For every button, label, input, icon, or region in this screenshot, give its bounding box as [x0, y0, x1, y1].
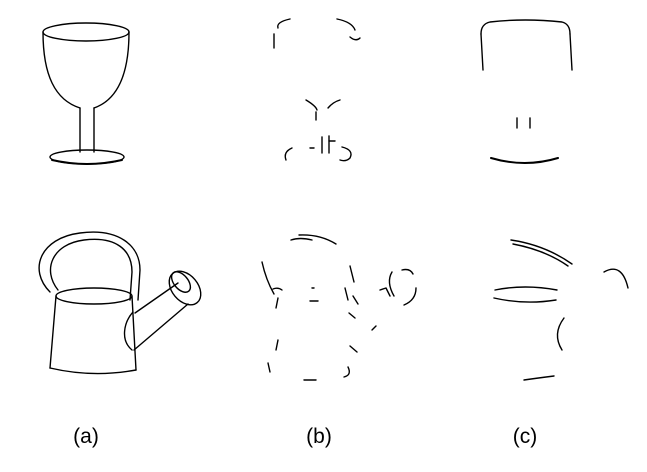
can-spout-bottom [133, 303, 189, 351]
frag-c-can-bottom [523, 375, 555, 381]
frag-b-can-spout-dash [371, 325, 377, 331]
panel-b-watering-can [261, 234, 417, 381]
frag-b-goblet-base-right [339, 146, 352, 162]
can-spout-top [134, 282, 179, 314]
frag-b-goblet-side-right [349, 36, 361, 41]
frag-b-can-spout-join [352, 295, 359, 305]
frag-c-can-rim-bottom [493, 297, 557, 303]
frag-b-goblet-rim-left [277, 18, 291, 29]
frag-b-can-handle-top [290, 237, 313, 241]
can-handle-outer [38, 231, 141, 301]
can-bottom [49, 367, 137, 375]
frag-b-can-rim-left [272, 287, 283, 291]
frag-b-can-rose-right [403, 287, 417, 306]
frag-b-can-body-left [275, 339, 279, 351]
frag-b-can-bottom-left [267, 362, 271, 373]
frag-b-goblet-base-left [284, 147, 293, 161]
frag-c-can-handle-inner [512, 243, 569, 267]
panel-c-goblet [480, 19, 573, 164]
frag-b-can-wall-a [275, 297, 279, 309]
frag-c-goblet-bowl-right [569, 33, 573, 71]
frag-b-can-rose-top [401, 268, 414, 275]
goblet-base-shadow [51, 159, 123, 165]
frag-b-can-handle-left [261, 261, 275, 295]
caption-b: (b) [306, 425, 332, 448]
frag-c-goblet-rim [480, 19, 571, 35]
can-body-right [131, 295, 137, 371]
frag-b-goblet-neck-left [305, 99, 318, 111]
goblet-rim [42, 22, 130, 42]
frag-b-can-handle-arc [298, 234, 337, 245]
frag-b-can-rose-left [388, 271, 395, 297]
goblet-bowl-left [42, 31, 81, 109]
frag-c-can-rim-top [494, 286, 558, 291]
frag-c-can-rose [603, 268, 629, 289]
can-body-left [49, 295, 57, 369]
frag-c-goblet-base [490, 157, 559, 164]
panel-a-watering-can [38, 231, 202, 375]
can-spout-base [123, 311, 134, 351]
can-handle-inner [49, 238, 133, 301]
frag-c-can-handle-outer [510, 239, 573, 265]
frag-b-can-spout-tip [379, 287, 391, 297]
frag-b-can-spout-low [348, 312, 356, 319]
frag-c-goblet-bowl-left [480, 33, 484, 71]
caption-c: (c) [512, 425, 538, 448]
can-spout-rose [168, 270, 202, 306]
panel-a-goblet [42, 22, 130, 165]
can-spout-rose-inner [170, 271, 192, 293]
frag-b-can-handle-right [349, 265, 355, 283]
panel-b-goblet [273, 18, 361, 162]
frag-b-can-body-right [349, 345, 358, 353]
can-top-ellipse [55, 287, 133, 305]
goblet-bowl-right [93, 31, 130, 109]
frag-b-can-bottom-right [343, 366, 351, 378]
caption-a: (a) [73, 425, 99, 448]
frag-b-can-wall-b [344, 287, 349, 301]
frag-b-goblet-rim-right [336, 18, 356, 31]
frag-c-can-spout-base [556, 317, 565, 351]
frag-b-goblet-neck-right [327, 99, 341, 109]
panel-c-watering-can [493, 239, 629, 381]
